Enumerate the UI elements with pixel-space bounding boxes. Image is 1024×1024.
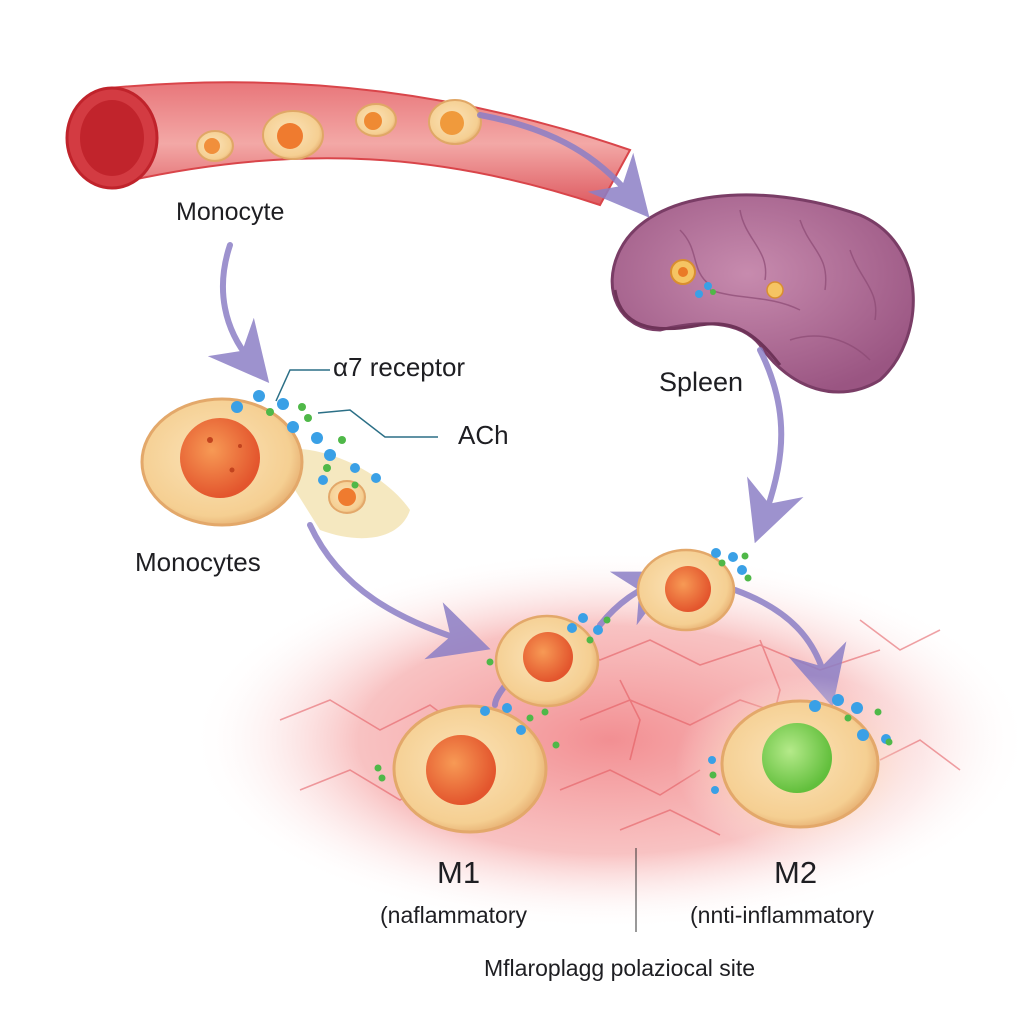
- arrow-monocyte-to-tissue: [307, 522, 491, 660]
- diagram-caption: Mflaroplagg polaziocal site: [484, 955, 756, 981]
- receptor-pointer: [275, 369, 330, 402]
- tissue-cells: [374, 548, 925, 932]
- arrow-vessel-to-monocyte: [207, 242, 270, 384]
- label-monocyte: Monocyte: [176, 198, 285, 226]
- blood-vessel: [65, 81, 632, 207]
- label-m1: M1: [437, 855, 481, 890]
- label-monocytes: Monocytes: [135, 547, 261, 577]
- spleen-organ: [610, 193, 915, 394]
- circulating-monocytes: [196, 99, 482, 162]
- monocyte-receptor-cell: [140, 369, 438, 539]
- label-spleen: Spleen: [659, 367, 744, 397]
- label-ach: ACh: [458, 420, 509, 450]
- label-m1-subtitle: (naflammatory: [380, 902, 527, 928]
- m2-macrophage: [675, 675, 925, 855]
- arrow-spleen-to-tissue: [747, 347, 804, 544]
- arrow-to-m2: [732, 587, 847, 708]
- ach-molecules: [266, 403, 359, 489]
- ach-pointer: [317, 409, 438, 438]
- m1-macrophage: [392, 704, 548, 834]
- arrow-vessel-to-spleen: [477, 112, 650, 218]
- label-m2: M2: [774, 855, 818, 890]
- label-alpha7-receptor: α7 receptor: [333, 352, 466, 382]
- label-m2-subtitle: (nnti-inflammatory: [690, 902, 875, 928]
- receptor-molecules: [231, 390, 381, 485]
